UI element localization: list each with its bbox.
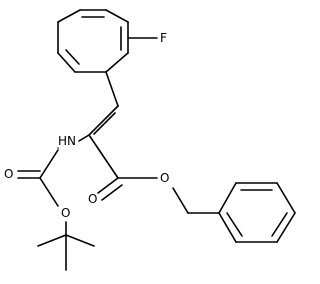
alpha-carbon-ester-bond	[88, 134, 119, 179]
carbamate-carbonyl-oxygen-label: O	[4, 167, 13, 181]
ring-bond	[218, 212, 237, 243]
ring-bond	[57, 52, 76, 73]
ring-double-bond	[271, 212, 288, 237]
ring-bond	[276, 182, 296, 214]
molecule-diagram: F HN O O O O	[4, 9, 296, 271]
tbutyl-methyl-bond	[65, 234, 95, 247]
ester-ether-oxygen-label: O	[160, 171, 169, 185]
ester-oxygen-ch2-bond	[172, 187, 189, 214]
amide-nitrogen-label: HN	[58, 134, 76, 148]
ring-bond	[105, 9, 129, 23]
vinyl-double-bond-inner	[93, 112, 116, 135]
carbamate-ether-bond	[39, 177, 59, 207]
benzyl-ring	[218, 182, 296, 243]
fluorophenyl-ring	[57, 9, 129, 73]
ring-double-bond	[65, 49, 80, 65]
nitrogen-carbamate-bond	[39, 149, 59, 179]
fluorine-label: F	[160, 31, 167, 45]
ring-bond	[218, 182, 237, 214]
ring-bond	[276, 212, 296, 243]
alpha-carbon-nitrogen-bond	[78, 134, 90, 142]
ester-carbonyl-bond-inner	[101, 184, 123, 201]
structure-drawing: F HN O O O O	[4, 9, 296, 271]
carbamate-ether-oxygen-label: O	[61, 206, 70, 220]
ester-carbonyl-oxygen-label: O	[88, 192, 97, 206]
ring-to-vinyl-bond	[105, 71, 119, 107]
ester-carbonyl-bond	[97, 177, 119, 194]
ring-double-bond	[226, 212, 243, 237]
ring-bond	[105, 52, 129, 73]
tbutyl-methyl-bond	[37, 234, 67, 247]
vinyl-double-bond	[88, 105, 119, 136]
ring-bond	[57, 9, 81, 23]
